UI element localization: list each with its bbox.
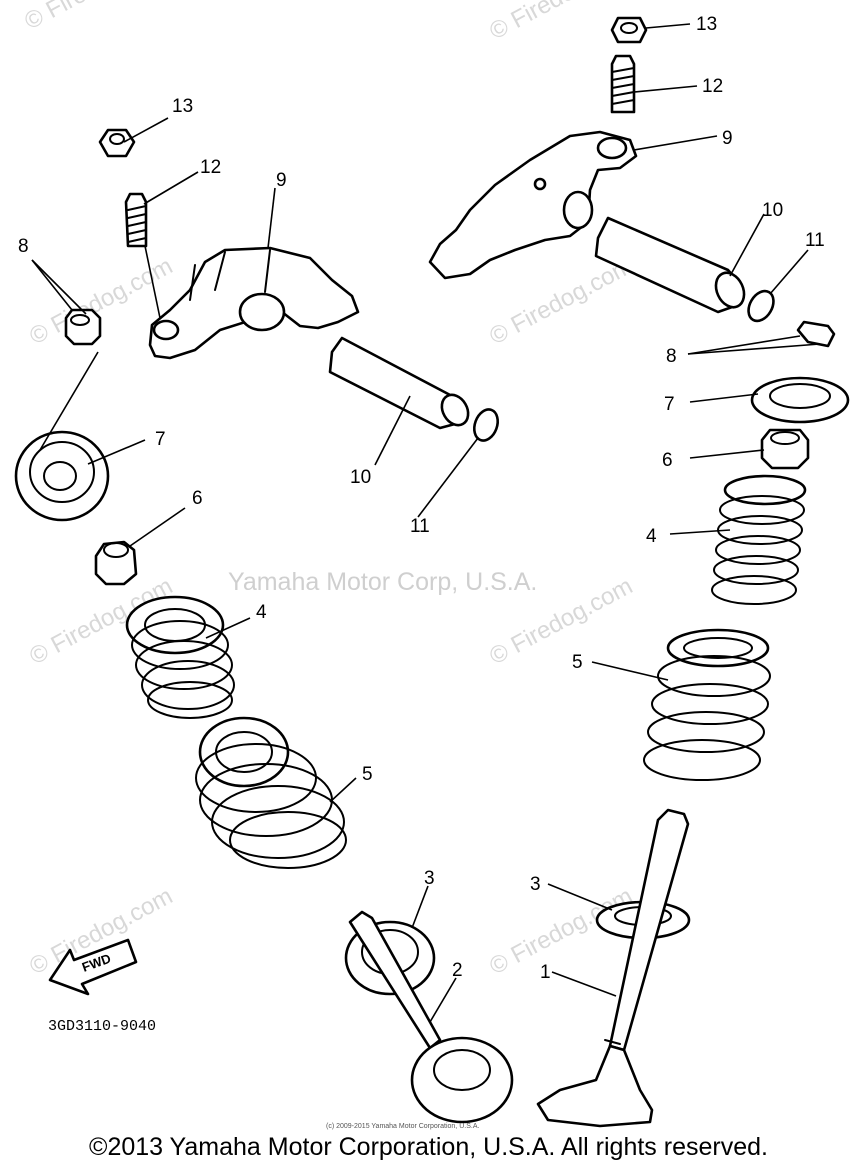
callout-10-right: 10	[762, 200, 783, 221]
part-6-seal-right	[760, 428, 810, 470]
callout-3-left: 3	[424, 868, 435, 889]
callout-7-right: 7	[664, 394, 675, 415]
part-9-rocker-arm-right	[428, 130, 638, 280]
callout-8-left: 8	[18, 236, 29, 257]
part-4-inner-spring-right	[711, 474, 807, 605]
part-5-outer-spring-left	[195, 716, 347, 869]
part-8-collet-left	[64, 308, 102, 346]
part-2-valve-left	[348, 910, 514, 1124]
callout-4-right: 4	[646, 526, 657, 547]
part-8-collet-right	[796, 320, 836, 348]
callout-9-left: 9	[276, 170, 287, 191]
part-7-retainer-right	[750, 376, 850, 424]
part-12-adjuster-screw-right	[610, 54, 636, 114]
part-6-seal-left	[94, 540, 138, 586]
callout-6-left: 6	[192, 488, 203, 509]
part-9-rocker-arm-left	[148, 246, 360, 360]
part-10-shaft-right	[594, 216, 746, 314]
part-5-outer-spring-right	[643, 628, 771, 781]
callout-13-right: 13	[696, 14, 717, 35]
leader-lines	[31, 23, 821, 1023]
callout-4-left: 4	[256, 602, 267, 623]
callout-13-left: 13	[172, 96, 193, 117]
part-13-nut-left	[98, 128, 136, 158]
part-10-shaft-left	[328, 336, 470, 430]
part-13-nut-right	[610, 16, 648, 44]
callout-12-right: 12	[702, 76, 723, 97]
small-notice: (c) 2009-2015 Yamaha Motor Corporation, …	[326, 1123, 479, 1130]
callouts: 13 12 9 8 7 6 4 5 10 11 3 2 13 12 9 10 1…	[18, 14, 825, 983]
part-code: 3GD3110-9040	[48, 1018, 156, 1035]
callout-9-right: 9	[722, 128, 733, 149]
callout-12-left: 12	[200, 157, 221, 178]
copyright-notice: ©2013 Yamaha Motor Corporation, U.S.A. A…	[89, 1133, 768, 1161]
part-12-adjuster-screw-left	[124, 192, 148, 248]
callout-11-left: 11	[410, 516, 430, 537]
callout-7-left: 7	[155, 429, 166, 450]
fwd-arrow-icon: FWD	[48, 938, 138, 996]
part-1-valve-right	[536, 808, 690, 1128]
callout-2-left: 2	[452, 960, 463, 981]
callout-5-left: 5	[362, 764, 373, 785]
part-11-o-ring-right	[747, 289, 775, 323]
watermark-text: © Firedog.com	[20, 0, 172, 35]
watermark-text: © Firedog.com	[485, 252, 637, 350]
callout-10-left: 10	[350, 467, 371, 488]
part-11-o-ring-left	[473, 408, 499, 442]
callout-5-right: 5	[572, 652, 583, 673]
part-4-inner-spring-left	[125, 595, 235, 719]
callout-6-right: 6	[662, 450, 673, 471]
center-watermark: Yamaha Motor Corp, U.S.A.	[228, 568, 537, 596]
callout-1-right: 1	[540, 962, 551, 983]
callout-8-right: 8	[666, 346, 677, 367]
part-7-retainer-left	[14, 430, 110, 522]
callout-11-right: 11	[805, 230, 825, 251]
callout-3-right: 3	[530, 874, 541, 895]
